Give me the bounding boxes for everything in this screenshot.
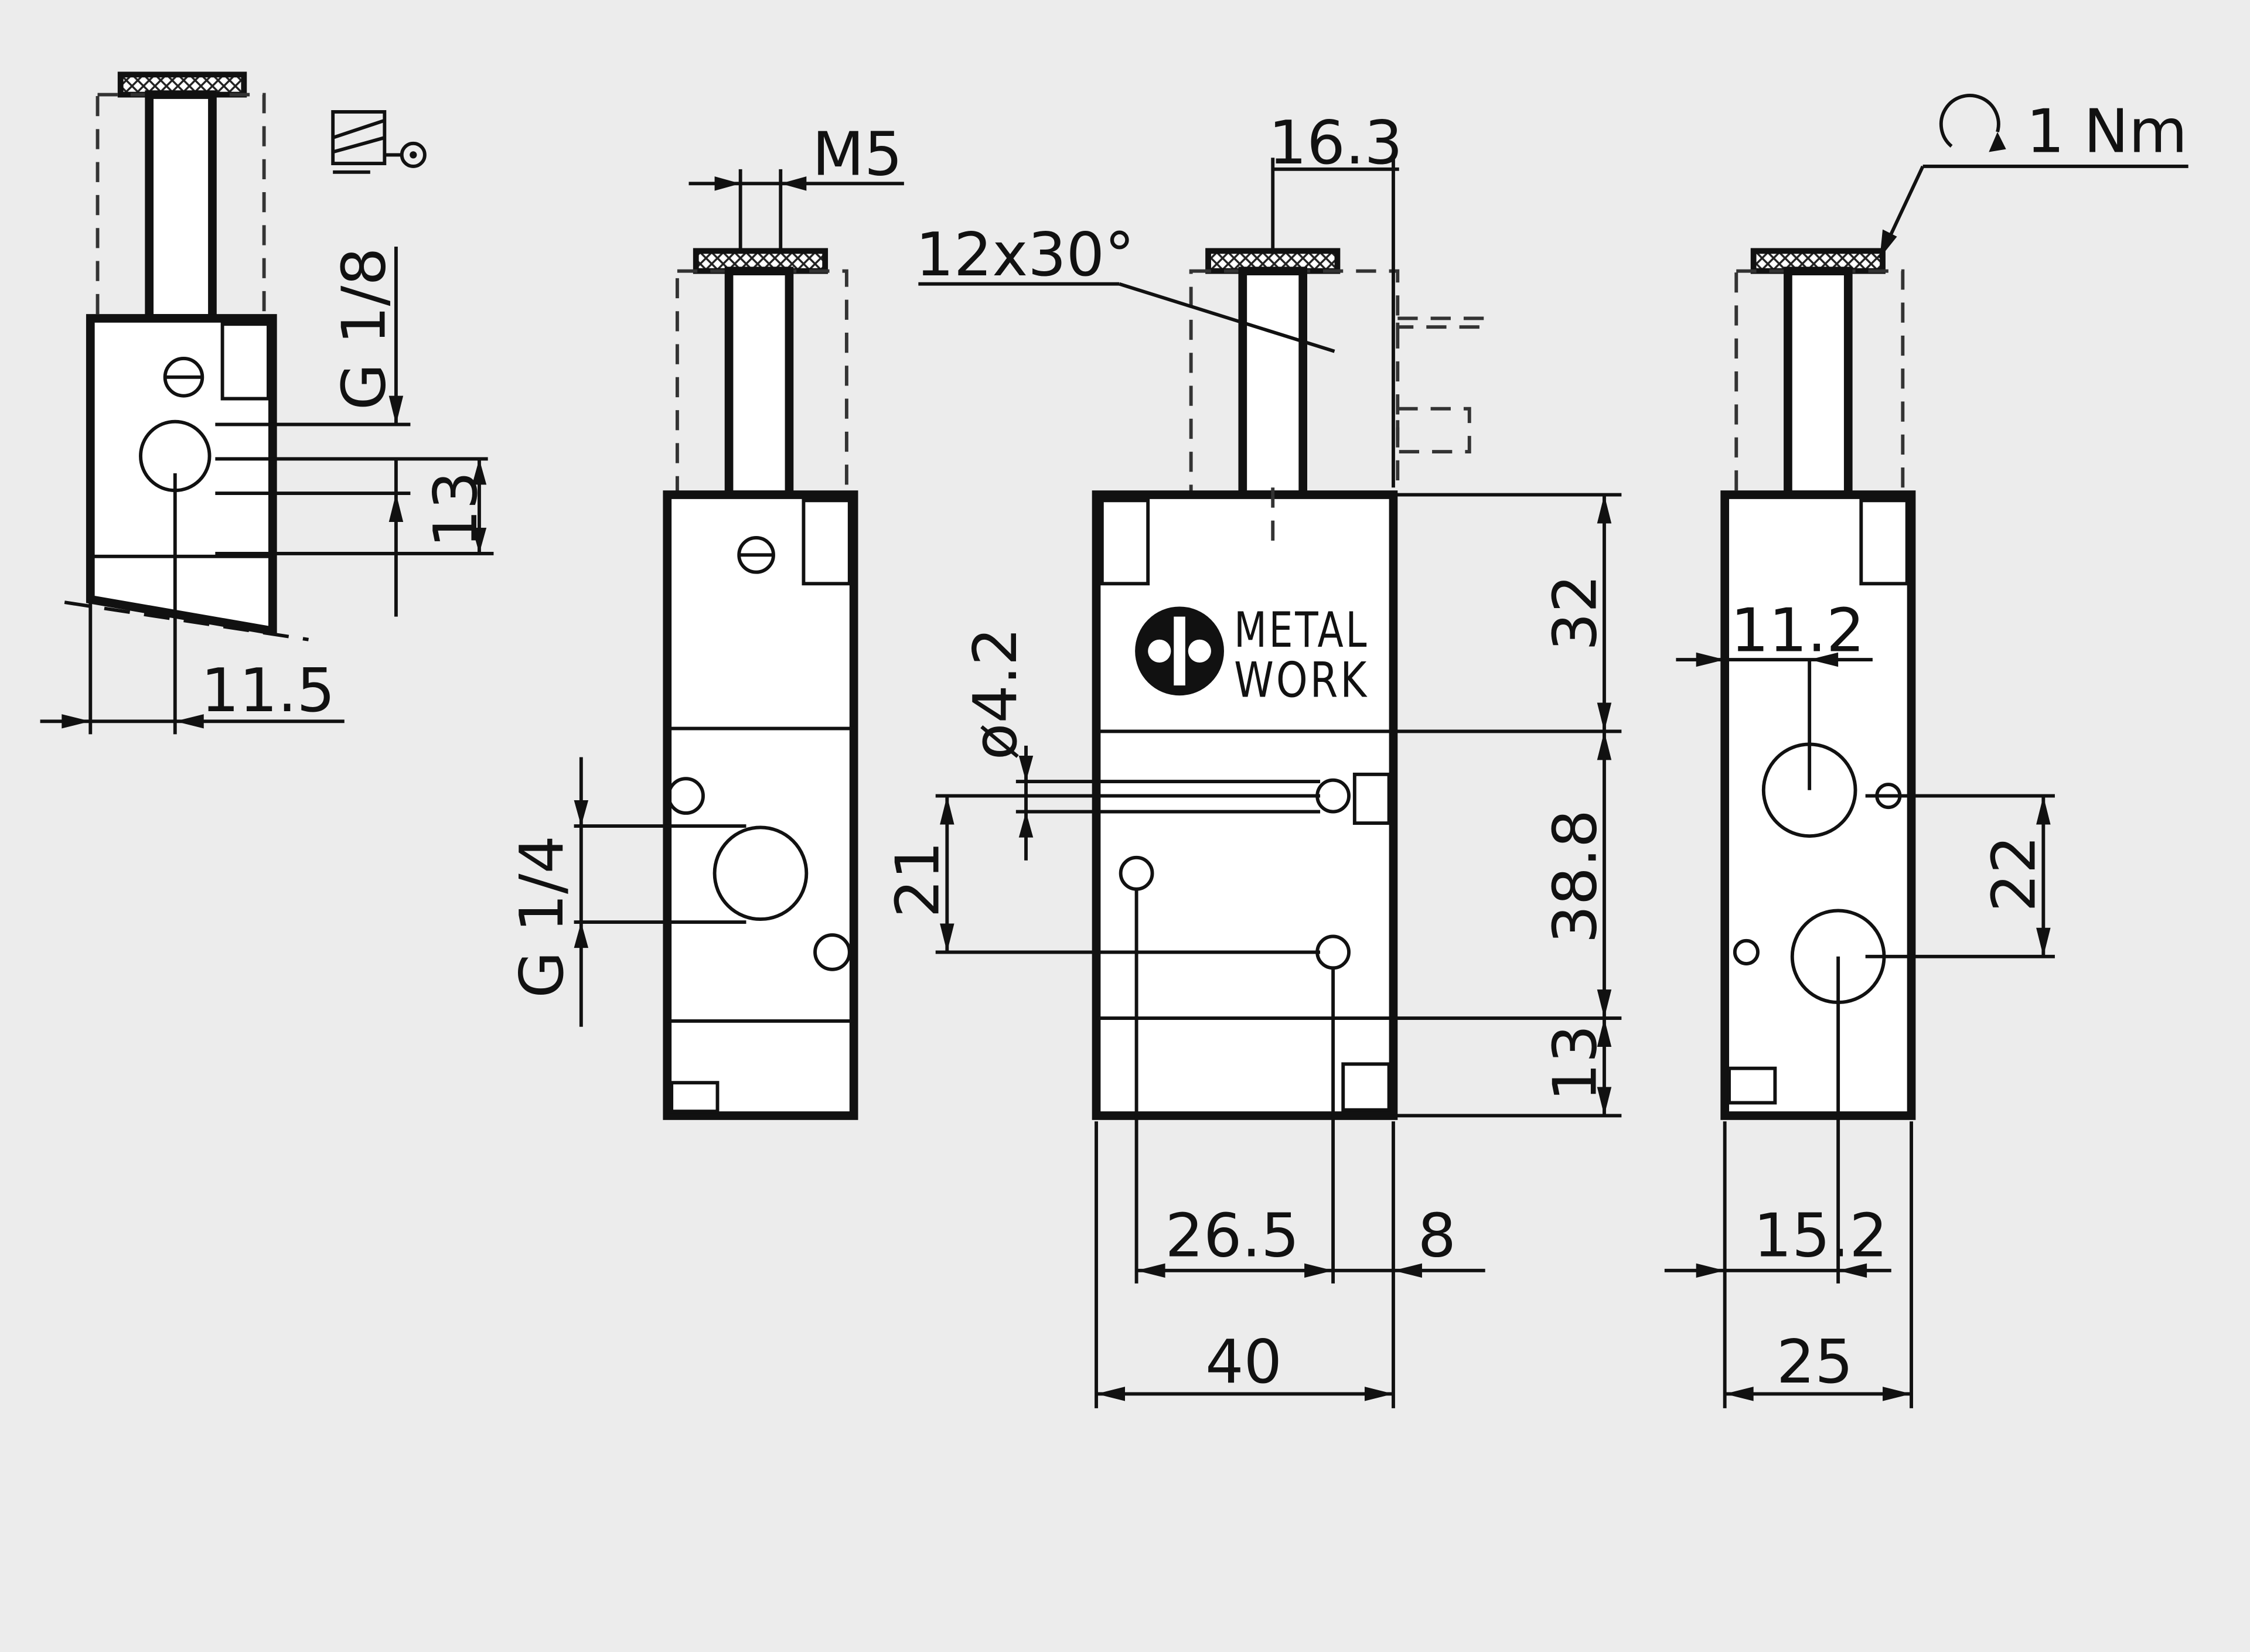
dim-22: 22 [1980,835,2050,912]
dim-13-side: 13 [421,471,491,548]
dim-40: 40 [1205,1327,1282,1397]
solenoid-symbol [331,110,427,174]
dim-21: 21 [884,841,953,918]
dim-38-8: 38.8 [1540,810,1610,944]
side-view-2: M5 G 1/4 [507,120,904,1120]
logo-line2: WORK [1234,652,1369,709]
dim-m5: M5 [812,120,902,190]
metalwork-logo: METAL WORK [1135,602,1369,709]
dim-13-front: 13 [1540,1025,1610,1101]
dim-torque: 1 Nm [2026,97,2187,166]
side-view-left: G 1/8 13 11.5 [40,71,494,735]
front-view: METAL WORK [884,108,1622,1408]
dim-26-5: 26.5 [1165,1201,1300,1271]
dim-32: 32 [1540,575,1610,651]
port-square [220,322,270,401]
dim-chamfer: 12x30° [915,220,1134,290]
valve-body [86,314,277,636]
dim-4-2: ø4.2 [961,627,1031,760]
dim-16-3: 16.3 [1269,108,1403,178]
dim-g18: G 1/8 [329,247,399,410]
valve-body-front [1092,490,1398,1120]
dim-25: 25 [1777,1327,1853,1397]
stem [145,90,217,323]
screw [163,357,204,398]
dim-11-2: 11.2 [1730,596,1864,665]
dim-g14: G 1/4 [507,835,577,998]
logo-line1: METAL [1234,602,1369,658]
dim-8: 8 [1418,1201,1456,1271]
dim-11-5: 11.5 [201,656,335,726]
dim-15-2: 15.2 [1754,1201,1888,1271]
rear-view: 11.2 22 15.2 25 1 Nm [1664,94,2188,1408]
